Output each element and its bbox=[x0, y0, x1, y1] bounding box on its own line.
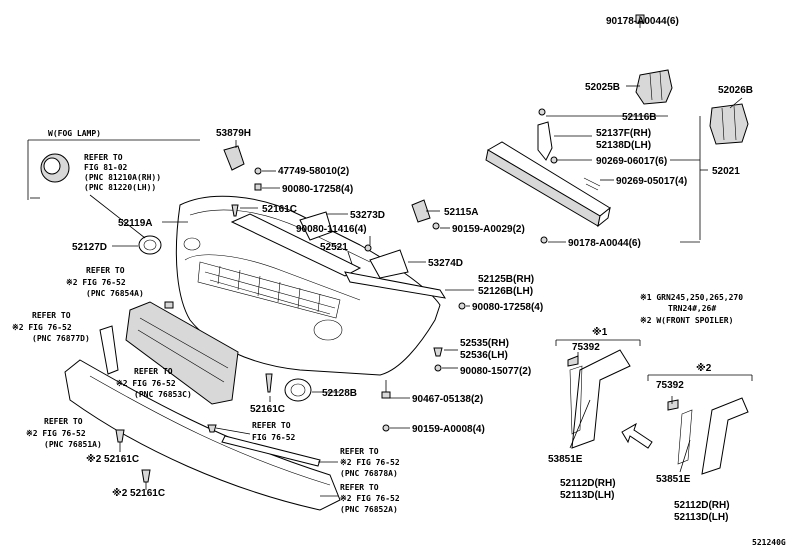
label-52112d-b: 52112D(RH) bbox=[674, 500, 730, 511]
label-75392-a: 75392 bbox=[572, 342, 600, 353]
label-52119a: 52119A bbox=[118, 218, 152, 229]
fog-box-refer: REFER TO bbox=[84, 153, 123, 162]
fog-cover-52127d bbox=[138, 235, 162, 255]
lower-grille bbox=[125, 301, 239, 405]
label-53851e-a: 53851E bbox=[548, 454, 583, 465]
retainer-52521 bbox=[230, 213, 447, 299]
note-3: ※2 W(FRONT SPOILER) bbox=[640, 316, 733, 325]
ref3-line1: REFER TO bbox=[134, 367, 173, 376]
label-52026b: 52026B bbox=[718, 85, 753, 96]
ref2-line1: REFER TO bbox=[32, 311, 71, 320]
note-1: ※1 GRN245,250,265,270 bbox=[640, 293, 743, 302]
label-52127d: 52127D bbox=[72, 242, 107, 253]
label-90159-a0008: 90159-A0008(4) bbox=[412, 424, 485, 435]
label-53273d: 53273D bbox=[350, 210, 385, 221]
label-52021: 52021 bbox=[712, 166, 740, 177]
label-90080-17258-a: 90080-17258(4) bbox=[282, 184, 353, 195]
label-52113d-b: 52113D(LH) bbox=[674, 512, 728, 523]
ref2-line3: (PNC 76877D) bbox=[32, 334, 90, 343]
label-52116b: 52116B bbox=[622, 112, 656, 123]
label-52161c-left1: ※2 52161C bbox=[86, 453, 139, 465]
fog-box-pnc2: (PNC 81220(LH)) bbox=[84, 183, 156, 192]
bracket-53273d bbox=[299, 211, 333, 241]
bracket-53274d bbox=[369, 249, 409, 279]
leader-lines bbox=[30, 16, 743, 497]
label-90269-05017: 90269-05017(4) bbox=[616, 176, 687, 187]
label-52536: 52536(LH) bbox=[460, 350, 508, 361]
label-52137f: 52137F(RH) bbox=[596, 128, 651, 139]
ref6-line1: REFER TO bbox=[340, 447, 379, 456]
label-52138d: 52138D(LH) bbox=[596, 140, 651, 151]
ref7-line2: ※2 FIG 76-52 bbox=[340, 494, 400, 503]
group1-mark: ※1 bbox=[592, 326, 608, 338]
label-90178-top: 90178-A0044(6) bbox=[606, 16, 679, 27]
fasteners-main bbox=[115, 167, 466, 483]
ref6-line3: (PNC 76878A) bbox=[340, 469, 398, 478]
label-90080-17258-b: 90080-17258(4) bbox=[472, 302, 543, 313]
direction-arrow bbox=[621, 422, 653, 449]
label-53274d: 53274D bbox=[428, 258, 463, 269]
label-90080-11416: 90080-11416(4) bbox=[296, 224, 367, 235]
ref1-line3: (PNC 76854A) bbox=[86, 289, 144, 298]
label-52125b: 52125B(RH) bbox=[478, 274, 534, 285]
group2-mark: ※2 bbox=[696, 362, 712, 374]
label-52113d-a: 52113D(LH) bbox=[560, 490, 614, 501]
fog-lamp-inset bbox=[27, 139, 200, 200]
bracket-52026b bbox=[709, 103, 749, 145]
bracket-52115a bbox=[411, 199, 431, 223]
label-52128b: 52128B bbox=[322, 388, 357, 399]
label-52535: 52535(RH) bbox=[460, 338, 509, 349]
label-90159-a0029: 90159-A0029(2) bbox=[452, 224, 525, 235]
side-molding-group2 bbox=[647, 374, 753, 475]
hook-53879h bbox=[223, 145, 245, 171]
label-52126b: 52126B(LH) bbox=[478, 286, 533, 297]
label-53879h: 53879H bbox=[216, 128, 251, 139]
ref3-line2: ※2 FIG 76-52 bbox=[116, 379, 176, 388]
ref1-line1: REFER TO bbox=[86, 266, 125, 275]
label-53851e-b: 53851E bbox=[656, 474, 691, 485]
fog-cover-52128b bbox=[284, 378, 312, 402]
label-52521: 52521 bbox=[320, 242, 348, 253]
note-2: TRN24#,26# bbox=[668, 304, 716, 313]
ref7-line1: REFER TO bbox=[340, 483, 379, 492]
ref4-line3: (PNC 76851A) bbox=[44, 440, 102, 449]
label-90269-06017: 90269-06017(6) bbox=[596, 156, 667, 167]
fog-box-title: W(FOG LAMP) bbox=[48, 129, 101, 138]
side-molding-group1 bbox=[555, 339, 641, 449]
bracket-52025b bbox=[635, 69, 673, 105]
ref1-line2: ※2 FIG 76-52 bbox=[66, 278, 126, 287]
ref4-line1: REFER TO bbox=[44, 417, 83, 426]
bumper-reinforcement bbox=[485, 141, 611, 228]
label-90467: 90467-05138(2) bbox=[412, 394, 483, 405]
label-75392-b: 75392 bbox=[656, 380, 684, 391]
ref5-line1: REFER TO bbox=[252, 421, 291, 430]
label-52161c-top: 52161C bbox=[262, 204, 297, 215]
ref2-line2: ※2 FIG 76-52 bbox=[12, 323, 72, 332]
ref4-line2: ※2 FIG 76-52 bbox=[26, 429, 86, 438]
label-52112d-a: 52112D(RH) bbox=[560, 478, 616, 489]
front-spoiler bbox=[64, 325, 341, 511]
label-90178-bottom: 90178-A0044(6) bbox=[568, 238, 641, 249]
bumper-support-52137f bbox=[537, 121, 553, 161]
label-47749: 47749-58010(2) bbox=[278, 166, 349, 177]
ref6-line2: ※2 FIG 76-52 bbox=[340, 458, 400, 467]
label-90080-15077: 90080-15077(2) bbox=[460, 366, 531, 377]
label-52161c-mid: 52161C bbox=[250, 404, 285, 415]
fog-box-fig: FIG 81-02 bbox=[84, 163, 128, 172]
fog-box-pnc1: (PNC 81210A(RH)) bbox=[84, 173, 161, 182]
ref7-line3: (PNC 76852A) bbox=[340, 505, 398, 514]
label-52161c-left2: ※2 52161C bbox=[112, 487, 165, 499]
ref5-line2: FIG 76-52 bbox=[252, 433, 296, 442]
bumper-cover bbox=[175, 195, 441, 376]
diagram-id: 521240G bbox=[752, 538, 786, 547]
label-52115a: 52115A bbox=[444, 207, 478, 218]
ref3-line3: (PNC 76853C) bbox=[134, 390, 192, 399]
label-52025b: 52025B bbox=[585, 82, 620, 93]
